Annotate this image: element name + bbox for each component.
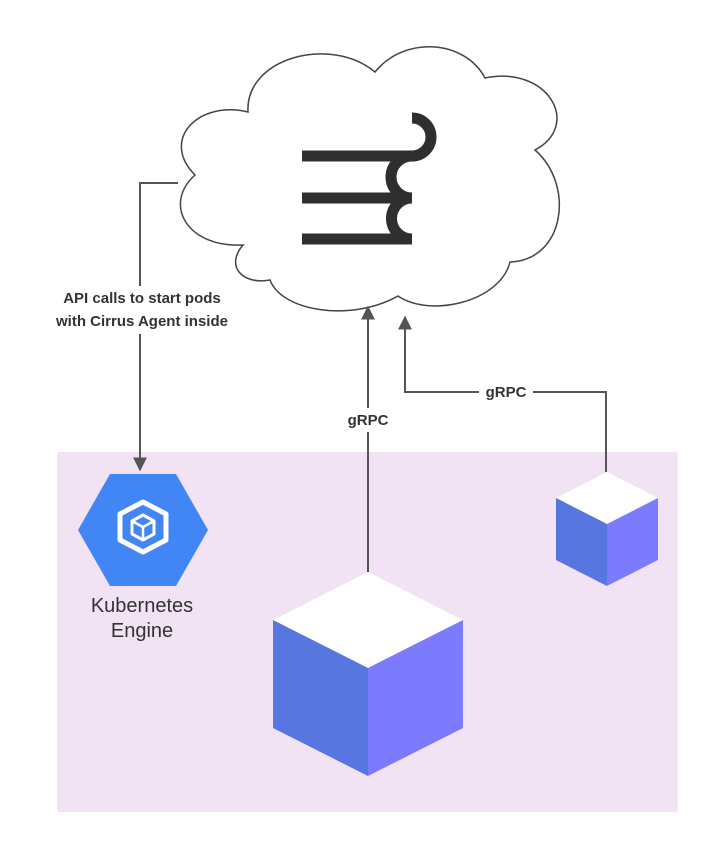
small-pod-cube bbox=[556, 472, 658, 586]
api-calls-label-line2: with Cirrus Agent inside bbox=[55, 313, 228, 330]
gke-label-line2: Engine bbox=[111, 620, 173, 642]
grpc-small-label: gRPC bbox=[486, 384, 527, 401]
cirrus-ci-logo-icon bbox=[302, 112, 437, 245]
api-calls-label-line1: API calls to start pods bbox=[63, 290, 221, 307]
grpc-large-label: gRPC bbox=[348, 412, 389, 429]
kubernetes-engine-hexagon-icon bbox=[78, 474, 208, 586]
grpc-small-label-background bbox=[479, 381, 533, 403]
api-calls-connector bbox=[133, 182, 178, 472]
gke-label-line1: Kubernetes bbox=[91, 595, 193, 617]
large-pod-cube bbox=[273, 572, 463, 776]
grpc-large-label-background bbox=[341, 408, 395, 432]
api-label-background bbox=[36, 286, 248, 334]
cloud-shape bbox=[179, 45, 561, 312]
